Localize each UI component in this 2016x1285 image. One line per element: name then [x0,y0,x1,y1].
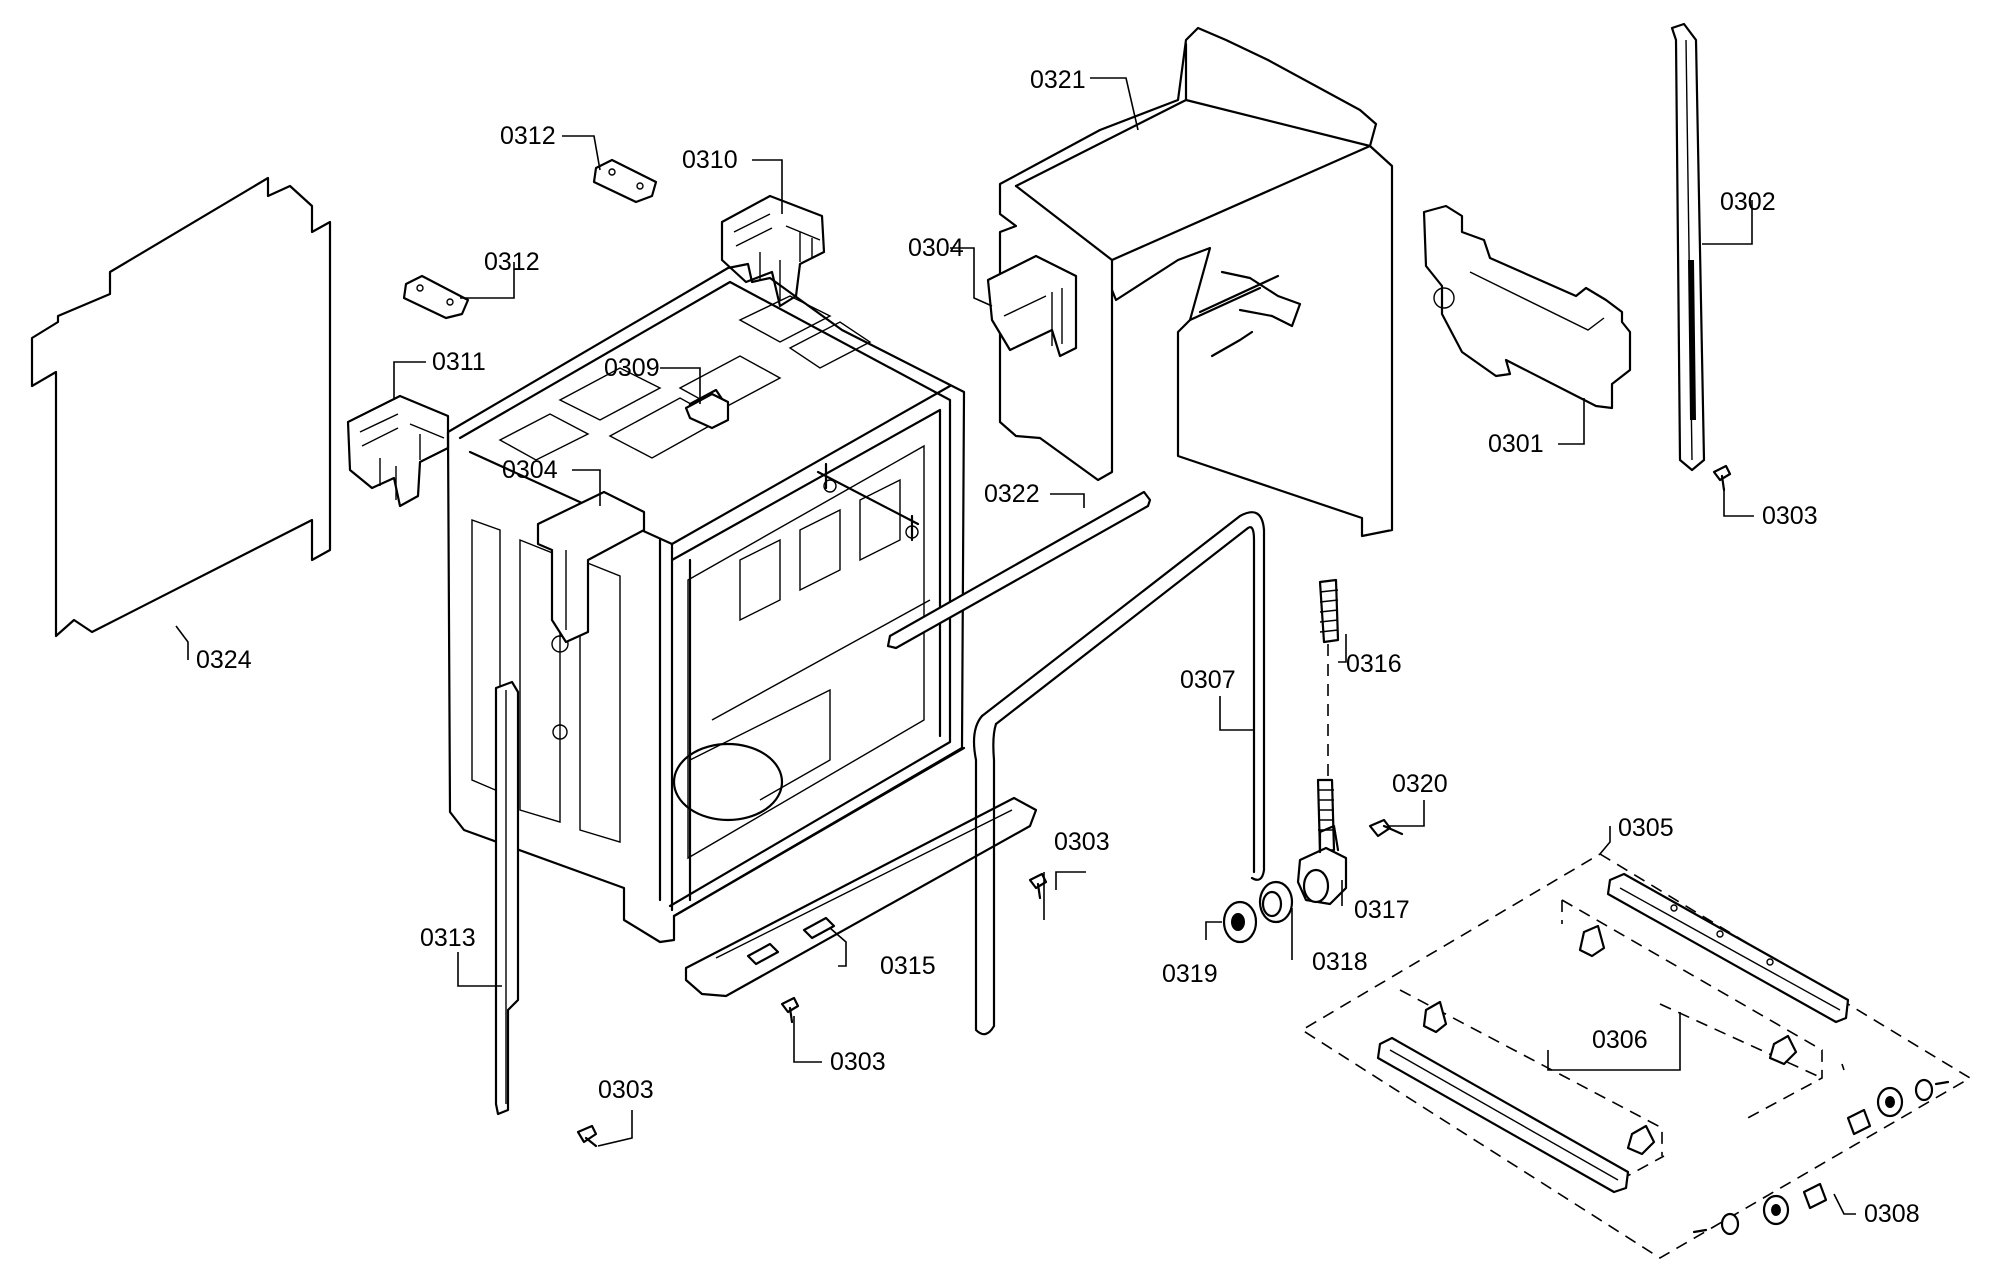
part-0319-nut [1222,900,1258,944]
part-0315-rail [684,796,1038,998]
callout-0302: 0302 [1720,188,1776,216]
callout-0310: 0310 [682,146,738,174]
part-0303-screw-lower-left [576,1124,598,1148]
callout-0313: 0313 [420,924,476,952]
callout-0303-center: 0303 [1054,828,1110,856]
callout-0316: 0316 [1346,650,1402,678]
part-0311-bracket [346,394,450,508]
callout-0315: 0315 [880,952,936,980]
callout-0309: 0309 [604,354,660,382]
part-0305-rail [1606,872,1850,1024]
part-0324-side-panel [30,176,332,638]
part-0322-rail [886,490,1152,650]
part-0303-screw-center [1028,872,1048,900]
callout-0304-right: 0304 [908,234,964,262]
part-0320-screw [1368,818,1404,838]
part-0321-housing [998,26,1394,538]
callout-0319: 0319 [1162,960,1218,988]
part-main-tub [446,262,966,944]
part-0308-small-parts [1692,1078,1950,1236]
callout-0312-lower: 0312 [484,248,540,276]
callout-0301: 0301 [1488,430,1544,458]
part-0304-bracket-left [536,490,646,644]
callout-0317: 0317 [1354,896,1410,924]
part-0312-clip-upper [592,158,658,204]
part-0301-panel [1422,204,1632,410]
part-0316-hose [1316,578,1340,854]
part-0312-clip-lower [402,274,470,320]
callout-0307: 0307 [1180,666,1236,694]
callout-0303-bottom: 0303 [830,1048,886,1076]
part-0306-rail [1376,1036,1630,1194]
callout-0322: 0322 [984,480,1040,508]
part-0313-strip [494,680,520,1116]
callout-0303-lower-left: 0303 [598,1076,654,1104]
callout-0306: 0306 [1592,1026,1648,1054]
callout-0308: 0308 [1864,1200,1920,1228]
part-0304-bracket-right [986,254,1078,358]
callout-0303-upper-right: 0303 [1762,502,1818,530]
part-0306-clips [1422,924,1798,1156]
part-0309-clip [684,392,730,430]
callout-0305: 0305 [1618,814,1674,842]
callout-0311: 0311 [432,348,486,376]
part-0318-ring [1258,880,1294,924]
callout-0324: 0324 [196,646,252,674]
part-0303-screw-upper-right [1712,464,1732,492]
part-0310-bracket [720,194,826,308]
callout-0320: 0320 [1392,770,1448,798]
callout-0312-upper: 0312 [500,122,556,150]
callout-0321: 0321 [1030,66,1086,94]
callout-0318: 0318 [1312,948,1368,976]
part-0317-valve [1296,824,1348,906]
callout-0304-left: 0304 [502,456,558,484]
part-0307-seal [972,511,1266,1036]
leader-lines [175,77,1856,1215]
part-0303-screw-bottom [780,996,800,1024]
part-0302-trim [1670,22,1706,472]
